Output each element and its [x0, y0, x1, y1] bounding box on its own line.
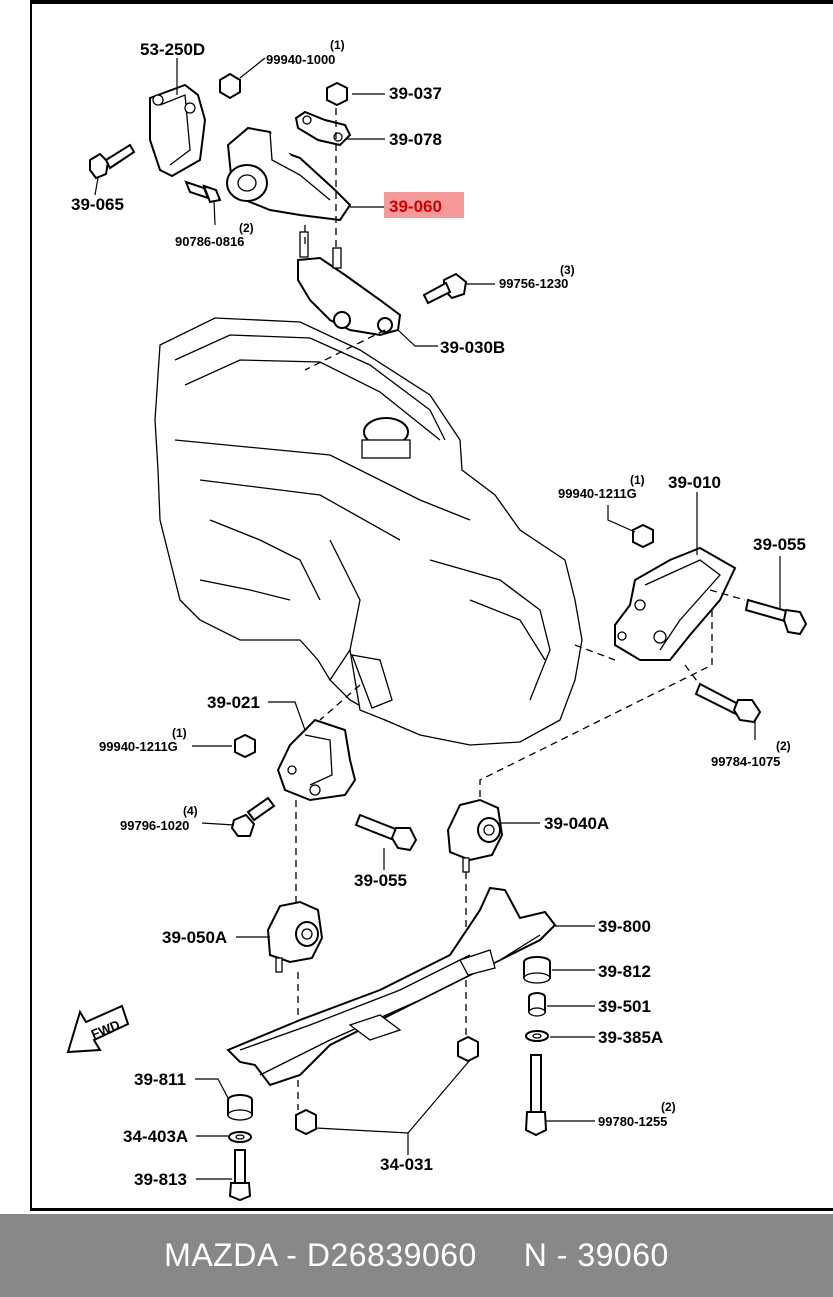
part-90786-0816-bolt[interactable]: [184, 180, 222, 204]
part-99756-1230-bolt[interactable]: [422, 272, 468, 305]
part-39-800-crossmember[interactable]: [226, 886, 557, 1087]
qty-99796-1020: (4): [183, 804, 198, 818]
qty-99756-1230: (3): [560, 263, 575, 277]
label-39-078[interactable]: 39-078: [389, 130, 442, 149]
label-39-385a[interactable]: 39-385A: [598, 1028, 663, 1047]
label-39-055-left[interactable]: 39-055: [354, 871, 407, 890]
part-39-385a-washer[interactable]: [525, 1030, 549, 1042]
qty-99940-1211g-left: (1): [172, 726, 187, 740]
top-mount-group: [89, 72, 468, 371]
fwd-arrow: FWD: [66, 1004, 130, 1054]
label-39-021[interactable]: 39-021: [207, 693, 260, 712]
part-99796-1020-bolt[interactable]: [230, 796, 276, 837]
label-99756-1230[interactable]: 99756-1230: [499, 276, 568, 291]
part-99940-1211g-nut-left[interactable]: [234, 733, 256, 759]
qty-99780-1255: (2): [661, 1100, 676, 1114]
label-39-050a[interactable]: 39-050A: [162, 928, 227, 947]
label-39-055-right[interactable]: 39-055: [753, 535, 806, 554]
label-90786-0816[interactable]: 90786-0816: [175, 234, 244, 249]
label-34-031[interactable]: 34-031: [380, 1155, 433, 1174]
highlight-box-39-060: [384, 192, 464, 218]
frame-top-border: [30, 0, 833, 4]
label-99940-1211g-left[interactable]: 99940-1211G: [99, 739, 178, 754]
label-99784-1075[interactable]: 99784-1075: [711, 754, 780, 769]
part-39-030b-bracket[interactable]: [297, 231, 402, 337]
label-39-813[interactable]: 39-813: [134, 1170, 187, 1189]
footer-part-number: MAZDA - D26839060 N - 39060: [164, 1237, 669, 1273]
label-99796-1020[interactable]: 99796-1020: [120, 818, 189, 833]
engine-mount-diagram: FWD 53-250D 99940-10: [66, 38, 808, 1202]
left-mount-group: [230, 684, 418, 905]
part-labels: 53-250D 99940-1000 (1) 39-037 39-078 39-…: [71, 38, 806, 1189]
part-39-501-sleeve[interactable]: [528, 992, 546, 1017]
label-39-501[interactable]: 39-501: [598, 997, 651, 1016]
label-39-030b[interactable]: 39-030B: [440, 338, 505, 357]
part-39-065-bolt[interactable]: [89, 143, 136, 180]
qty-99940-1211g-right: (1): [630, 473, 645, 487]
part-34-031-nut-right[interactable]: [457, 1035, 479, 1063]
part-34-403a-washer[interactable]: [228, 1131, 252, 1143]
label-39-800[interactable]: 39-800: [598, 917, 651, 936]
right-mount-group: [479, 523, 808, 800]
part-99784-1075-bolt[interactable]: [694, 682, 762, 724]
label-34-403a[interactable]: 34-403A: [123, 1127, 188, 1146]
label-39-060[interactable]: 39-060: [389, 197, 442, 216]
part-39-010-bracket[interactable]: [614, 546, 737, 661]
part-39-040a-mount[interactable]: [446, 798, 504, 873]
label-99780-1255[interactable]: 99780-1255: [598, 1114, 667, 1129]
label-39-811[interactable]: 39-811: [134, 1070, 186, 1089]
part-number-footer: MAZDA - D26839060 N - 39060: [0, 1214, 833, 1297]
label-39-065[interactable]: 39-065: [71, 195, 124, 214]
label-99940-1211g-right[interactable]: 99940-1211G: [558, 486, 637, 501]
engine-block: [154, 317, 583, 746]
part-39-050a-mount[interactable]: [266, 900, 324, 973]
part-39-811-bushing[interactable]: [227, 1094, 253, 1121]
label-53-250d[interactable]: 53-250D: [140, 40, 205, 59]
part-34-031-nut-left[interactable]: [295, 1108, 317, 1136]
qty-99784-1075: (2): [776, 739, 791, 753]
label-39-040a[interactable]: 39-040A: [544, 814, 609, 833]
label-39-812[interactable]: 39-812: [598, 962, 651, 981]
qty-90786-0816: (2): [239, 221, 254, 235]
diagram-frame: [30, 0, 833, 1211]
part-39-021-bracket[interactable]: [276, 718, 357, 802]
part-39-055-bolt-right[interactable]: [744, 598, 808, 636]
part-39-037-nut[interactable]: [326, 81, 348, 107]
part-99940-1000-nut[interactable]: [219, 72, 241, 100]
frame-bottom-border: [30, 1208, 833, 1211]
qty-99940-1000: (1): [330, 38, 345, 52]
part-39-812-bushing[interactable]: [523, 956, 551, 984]
label-99940-1000[interactable]: 99940-1000: [266, 52, 335, 67]
leader-lines: [94, 57, 781, 1180]
part-99780-1255-bolt[interactable]: [524, 1054, 548, 1137]
frame-left-border: [30, 0, 32, 1210]
part-39-813-bolt[interactable]: [228, 1149, 252, 1202]
label-39-010[interactable]: 39-010: [668, 473, 721, 492]
label-39-037[interactable]: 39-037: [389, 84, 442, 103]
part-39-055-bolt-left[interactable]: [354, 813, 418, 852]
part-99940-1211g-nut-right[interactable]: [632, 523, 654, 549]
part-39-060-engine-mount[interactable]: [226, 126, 352, 222]
